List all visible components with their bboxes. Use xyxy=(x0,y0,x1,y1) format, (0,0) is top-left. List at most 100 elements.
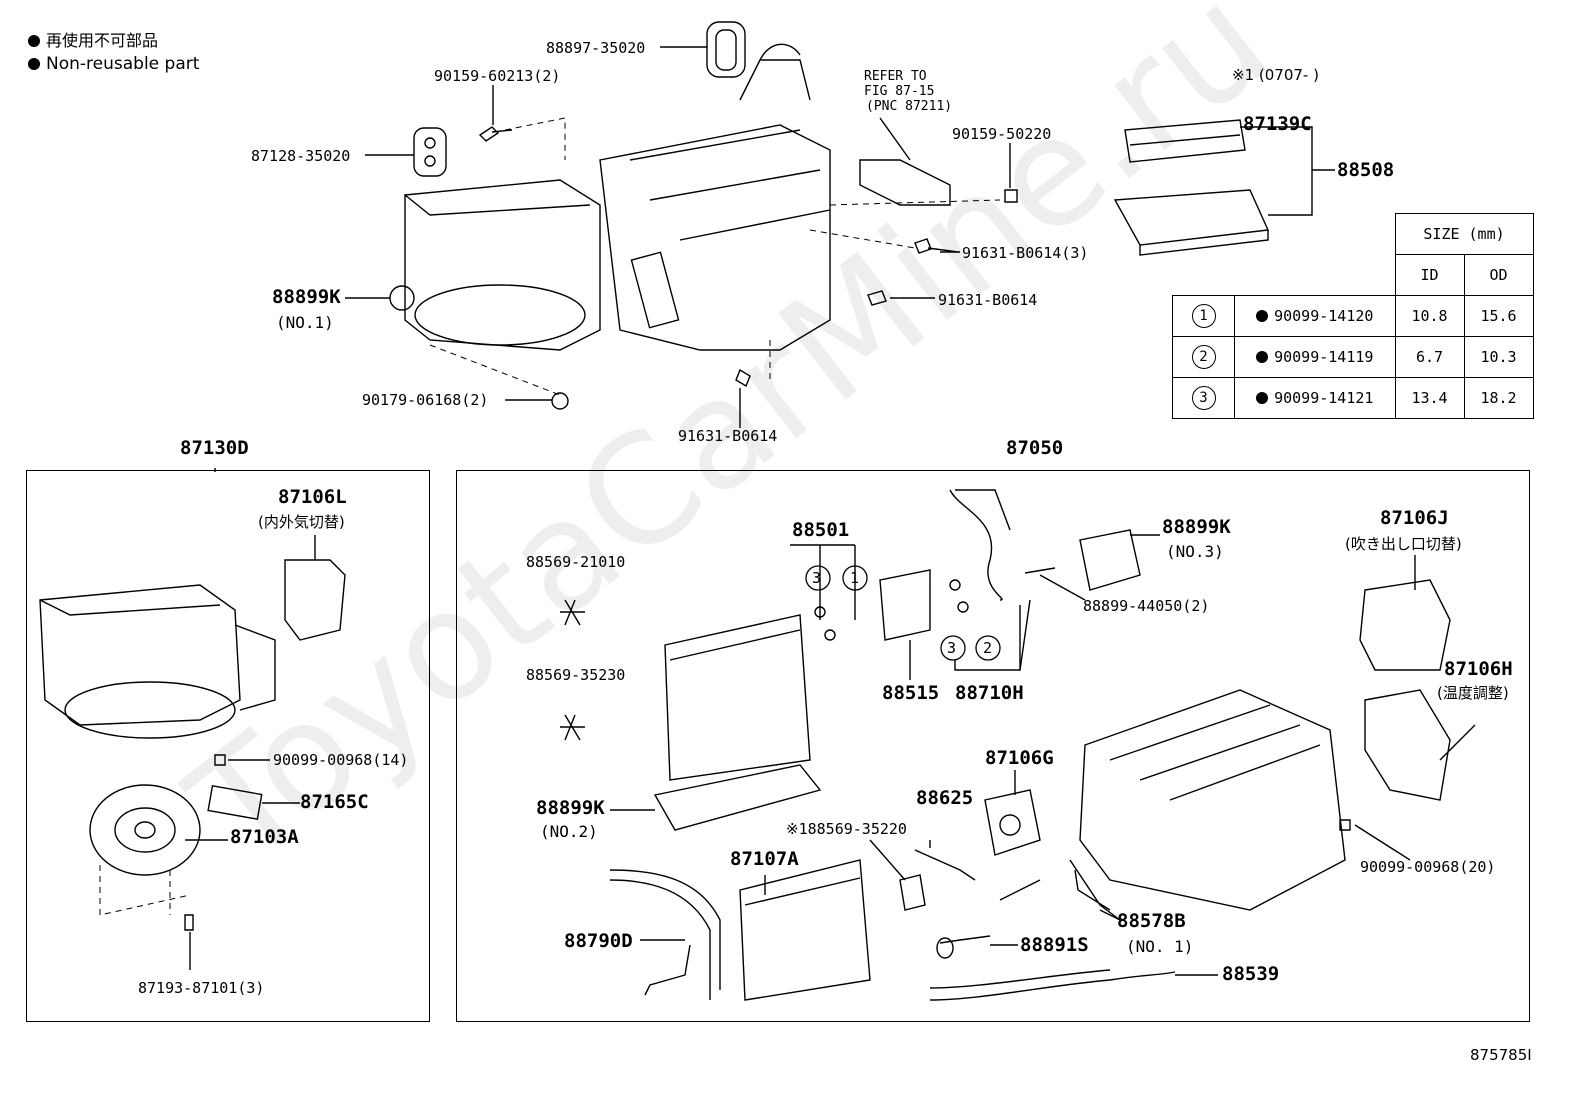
screw-90159a xyxy=(478,126,513,142)
screw-90099b xyxy=(1339,819,1351,831)
label-87106j: 87106J xyxy=(1380,507,1449,529)
filter-note: ※1 (0707- ) xyxy=(1232,66,1319,84)
label-88578b: 88578B xyxy=(1117,910,1186,932)
callout-3a: 3 xyxy=(812,569,822,587)
label-90179: 90179-06168(2) xyxy=(362,391,489,409)
label-88569-35220: ※188569-35220 xyxy=(786,820,907,838)
size-od-header: OD xyxy=(1463,254,1534,296)
label-refer1: REFER TO xyxy=(864,69,927,84)
legend-en: Non-reusable part xyxy=(28,55,199,73)
left-box xyxy=(26,470,430,1022)
bullet-icon xyxy=(28,58,40,70)
label-88899k-2: 88899K xyxy=(536,797,605,819)
left-box-title: 87130D xyxy=(180,437,249,459)
label-88899-44050: 88899-44050(2) xyxy=(1083,597,1210,615)
callout-3b: 3 xyxy=(947,639,957,657)
label-88899k-1: 88899K xyxy=(272,286,341,308)
sensor-88790d xyxy=(644,944,691,996)
plug-88899k1 xyxy=(389,285,415,311)
label-87107a: 87107A xyxy=(730,848,799,870)
blower-motor-87103a xyxy=(89,784,201,876)
clip-88569b xyxy=(560,714,585,741)
label-88897: 88897-35020 xyxy=(546,39,646,57)
resistor-87165c xyxy=(207,785,263,820)
size-header: SIZE (mm) xyxy=(1394,213,1534,255)
label-87106j-sub: (吹き出し口切替) xyxy=(1345,535,1462,553)
label-88899k-3-sub: (NO.3) xyxy=(1166,542,1224,561)
label-88539: 88539 xyxy=(1222,963,1280,985)
screw-88899-44050 xyxy=(1024,567,1056,574)
thermistor-88891s xyxy=(939,935,991,944)
screw-91631b xyxy=(867,290,887,306)
label-87106l: 87106L xyxy=(278,486,347,508)
top-blower-housing xyxy=(404,179,601,351)
screw-90099 xyxy=(214,754,226,766)
label-87103a: 87103A xyxy=(230,826,299,848)
servo-87106l xyxy=(284,559,346,641)
label-88625: 88625 xyxy=(916,787,974,809)
top-pipes xyxy=(759,43,801,61)
filter-87139c xyxy=(1124,119,1246,163)
callout-2: 2 xyxy=(983,639,993,657)
label-91631-b: 91631-B0614 xyxy=(938,291,1038,309)
label-90159-60213: 90159-60213(2) xyxy=(434,67,561,85)
label-87139c: 87139C xyxy=(1243,113,1312,135)
label-88501: 88501 xyxy=(792,519,850,541)
tray-88899k2 xyxy=(653,764,822,831)
legend-jp: 再使用不可部品 xyxy=(28,32,158,50)
table-row: 1 90099-14120 10.8 15.6 xyxy=(1172,295,1534,337)
servo-87106j xyxy=(1359,579,1451,671)
label-87106h: 87106H xyxy=(1444,658,1513,680)
grommet-87128 xyxy=(413,127,447,177)
label-88515: 88515 xyxy=(882,682,940,704)
bracket-87106h xyxy=(1364,689,1451,801)
label-90099-00968-20: 90099-00968(20) xyxy=(1360,858,1496,876)
label-87106l-sub: (内外気切替) xyxy=(258,513,345,531)
bullet-icon xyxy=(1256,392,1269,404)
bullet-icon xyxy=(28,35,40,47)
label-91631-3: 91631-B0614(3) xyxy=(962,244,1089,262)
screw-87193 xyxy=(184,914,194,931)
callout-1: 1 xyxy=(850,569,860,587)
label-87106g: 87106G xyxy=(985,747,1054,769)
label-refer2: FIG 87-15 xyxy=(864,84,935,99)
label-88899k-2-sub: (NO.2) xyxy=(540,822,598,841)
label-88899k-3: 88899K xyxy=(1162,516,1231,538)
clamp-88569c xyxy=(899,874,926,911)
label-87128: 87128-35020 xyxy=(251,147,351,165)
label-refer3: (PNC 87211) xyxy=(866,99,953,114)
label-88790d: 88790D xyxy=(564,930,633,952)
label-88891s: 88891S xyxy=(1020,934,1089,956)
top-evap-window xyxy=(630,251,680,329)
label-91631-c: 91631-B0614 xyxy=(678,427,778,445)
table-row: 2 90099-14119 6.7 10.3 xyxy=(1172,336,1534,378)
label-88569-21010: 88569-21010 xyxy=(526,553,626,571)
top-main-case xyxy=(599,124,831,351)
drain-hose-88539 xyxy=(929,971,1176,1001)
label-87193: 87193-87101(3) xyxy=(138,979,265,997)
right-box-title: 87050 xyxy=(1006,437,1064,459)
cover-88899k3 xyxy=(1079,529,1141,591)
screw-90159b xyxy=(1004,189,1018,203)
top-blower-fan xyxy=(414,284,586,346)
label-87106h-sub: (温度調整) xyxy=(1437,684,1509,702)
main-case-87050 xyxy=(1079,689,1346,911)
pipes-88710h xyxy=(949,489,1003,601)
label-88899k-1-sub: (NO.1) xyxy=(276,313,334,332)
clip-90179 xyxy=(551,392,569,410)
label-88569-35230: 88569-35230 xyxy=(526,666,626,684)
screw-91631c xyxy=(735,368,751,388)
duct-87211 xyxy=(859,159,951,206)
evaporator-88501 xyxy=(664,614,811,781)
screw-91631a xyxy=(914,238,959,254)
right-box xyxy=(456,470,1530,1022)
figure-id: 875785I xyxy=(1470,1046,1532,1064)
label-90159-50220: 90159-50220 xyxy=(952,125,1052,143)
bullet-icon xyxy=(1256,310,1269,322)
label-87165c: 87165C xyxy=(300,791,369,813)
valve-88515 xyxy=(879,569,931,641)
bullet-icon xyxy=(1256,351,1269,363)
left-blower-housing xyxy=(39,584,241,726)
left-blower-fan xyxy=(64,681,236,739)
